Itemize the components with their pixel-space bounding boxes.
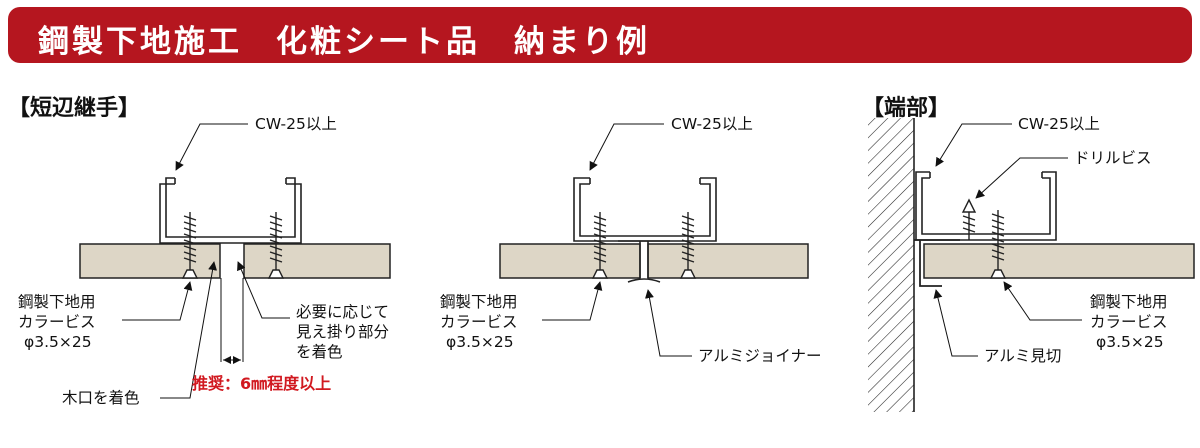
board-right xyxy=(243,243,391,279)
label-joiner: アルミジョイナー xyxy=(698,347,822,365)
label-screw-2-line1: 鋼製下地用 xyxy=(440,293,518,311)
screw xyxy=(989,210,1007,279)
board-left xyxy=(79,243,221,279)
label-drill-screw: ドリルビス xyxy=(1074,149,1152,167)
label-edge-paint: 木口を着色 xyxy=(62,389,140,407)
board-left xyxy=(499,243,641,279)
screw xyxy=(591,212,609,279)
label-recommend: 推奨：6㎜程度以上 xyxy=(192,374,332,393)
label-screw-2-line3: φ3.5×25 xyxy=(446,333,514,351)
label-screw-3-line2: カラービス xyxy=(1090,313,1168,331)
wall-hatch xyxy=(868,118,914,412)
label-screw-3-line3: φ3.5×25 xyxy=(1096,333,1164,351)
screw xyxy=(267,212,285,279)
label-screw-1-line3: φ3.5×25 xyxy=(24,333,92,351)
diagram-end xyxy=(868,118,1195,412)
label-paint-note-line1: 必要に応じて xyxy=(296,303,390,321)
board xyxy=(923,243,1195,279)
section-title-end: 【端部】 xyxy=(862,96,951,121)
label-screw-1-line2: カラービス xyxy=(18,313,96,331)
screw xyxy=(679,212,697,279)
steel-stud xyxy=(573,177,717,242)
diagram-joiner xyxy=(499,123,809,357)
diagram-short-joint xyxy=(79,123,391,399)
screw xyxy=(181,212,199,279)
label-paint-note-line2: 見え掛り部分 xyxy=(296,323,390,341)
label-stud-2: CW-25以上 xyxy=(671,115,753,133)
section-title-short-joint: 【短辺継手】 xyxy=(8,96,141,121)
label-stud-3: CW-25以上 xyxy=(1018,115,1100,133)
header-banner: 鋼製下地施工 化粧シート品 納まり例 xyxy=(8,7,1192,63)
label-screw-2-line2: カラービス xyxy=(440,313,518,331)
label-screw-1-line1: 鋼製下地用 xyxy=(18,293,96,311)
label-stud-1: CW-25以上 xyxy=(255,115,337,133)
board-right xyxy=(647,243,809,279)
steel-stud xyxy=(159,183,302,244)
steel-stud xyxy=(915,171,1057,241)
drill-screw xyxy=(961,198,977,240)
label-aluminium-trim: アルミ見切 xyxy=(984,347,1062,365)
header-title: 鋼製下地施工 化粧シート品 納まり例 xyxy=(38,24,650,60)
label-paint-note-line3: を着色 xyxy=(296,343,343,361)
label-screw-3-line1: 鋼製下地用 xyxy=(1090,293,1168,311)
